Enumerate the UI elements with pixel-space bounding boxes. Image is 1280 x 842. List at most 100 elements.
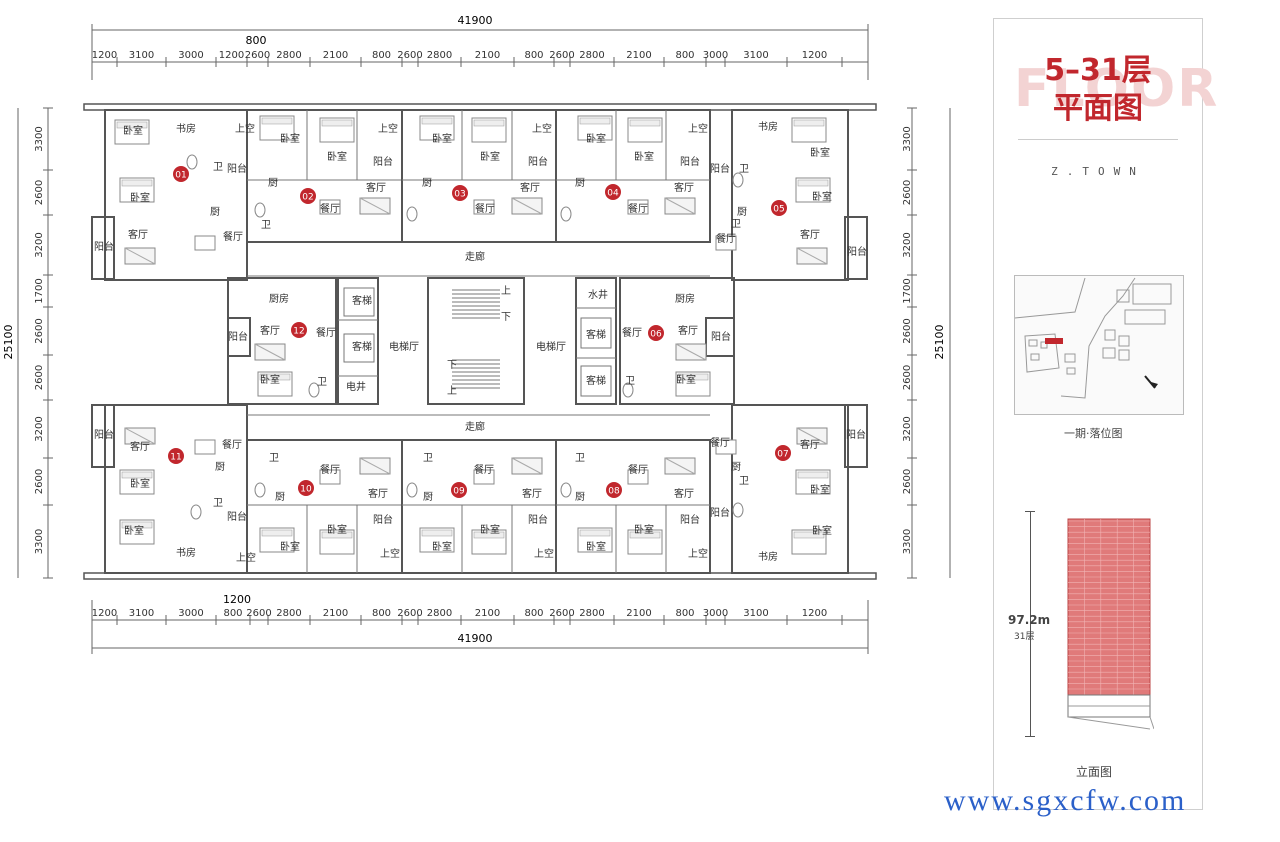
unit-marker-06: 06 bbox=[650, 330, 662, 340]
room-label-bath: 卫 bbox=[317, 377, 327, 388]
pillow bbox=[321, 119, 353, 127]
room-label-dining: 餐厅 bbox=[320, 202, 340, 215]
room-label-bedroom: 卧室 bbox=[676, 373, 696, 386]
room-label-living: 客厅 bbox=[800, 228, 820, 241]
room-label-bath: 卫 bbox=[625, 376, 635, 387]
room-label-bath: 卫 bbox=[731, 219, 741, 230]
bottom-dim-label: 800 bbox=[223, 608, 242, 619]
right-dim-label: 1700 bbox=[902, 278, 913, 303]
room-label-dining: 餐厅 bbox=[710, 436, 730, 449]
room-label-bedroom: 卧室 bbox=[280, 132, 300, 145]
toilet bbox=[186, 154, 198, 170]
room-label-void: 上空 bbox=[236, 551, 256, 564]
pillow bbox=[677, 373, 709, 381]
unit-marker-circle bbox=[648, 325, 664, 341]
bottom-dim-label: 2800 bbox=[427, 608, 452, 619]
top-dim-label: 2100 bbox=[626, 50, 651, 61]
dining-table bbox=[627, 199, 649, 215]
site-plan bbox=[1014, 275, 1184, 415]
site-plan-caption: 一期·落位图 bbox=[1064, 427, 1123, 440]
unit-12-balcony bbox=[227, 317, 251, 357]
sofa-mark bbox=[664, 457, 696, 475]
sofa-mark bbox=[359, 197, 391, 215]
toilet bbox=[254, 482, 266, 498]
lift-car bbox=[343, 287, 375, 317]
room-label-living: 客厅 bbox=[128, 228, 148, 241]
sofa-mark bbox=[796, 247, 828, 265]
pillow bbox=[261, 117, 293, 125]
room-label-dining: 餐厅 bbox=[716, 232, 736, 245]
dining-table bbox=[319, 199, 341, 215]
top-dim-label: 2600 bbox=[245, 50, 270, 61]
left-dim-label: 3300 bbox=[34, 529, 45, 554]
dining-table bbox=[194, 235, 216, 251]
room-label-balcony: 阳台 bbox=[373, 513, 393, 526]
room-label-living: 客厅 bbox=[368, 487, 388, 500]
room-label-bedroom: 卧室 bbox=[480, 150, 500, 163]
pillow bbox=[121, 471, 153, 479]
room-label-balcony: 阳台 bbox=[680, 513, 700, 526]
top-dim-label: 1200 bbox=[219, 50, 244, 61]
bottom-dim-label: 2600 bbox=[549, 608, 574, 619]
floor-count: 31层 bbox=[1014, 632, 1035, 642]
left-dim-label: 2600 bbox=[34, 469, 45, 494]
unit-marker-04: 04 bbox=[607, 189, 619, 199]
room-label-corridor: 走廊 bbox=[465, 420, 485, 433]
brand-logo: Z.TOWN bbox=[1051, 165, 1145, 178]
sofa-mark bbox=[664, 197, 696, 215]
room-label-down: 下 bbox=[447, 360, 457, 371]
room-label-dining: 餐厅 bbox=[475, 202, 495, 215]
sofa-mark bbox=[254, 343, 286, 361]
dining-table bbox=[627, 469, 649, 485]
unit-05-balcony bbox=[844, 216, 868, 280]
room-label-bath: 卫 bbox=[269, 453, 279, 464]
building-elevation bbox=[1067, 518, 1154, 730]
bottom-dim-label: 2600 bbox=[246, 608, 271, 619]
room-label-corridor: 走廊 bbox=[465, 250, 485, 263]
room-label-bedroom: 卧室 bbox=[280, 540, 300, 553]
watermark-url: www.sgxcfw.com bbox=[944, 784, 1187, 817]
info-panel: FLOOR 5–31层 平面图 Z.TOWN 一期·落位图 bbox=[993, 18, 1220, 810]
top-dim-label: 2800 bbox=[427, 50, 452, 61]
bottom-dim-label: 800 bbox=[372, 608, 391, 619]
walls bbox=[83, 103, 877, 580]
room-label-passenger-lift: 客梯 bbox=[586, 374, 606, 387]
room-label-passenger-lift: 客梯 bbox=[352, 340, 372, 353]
dining-table bbox=[715, 439, 737, 455]
room-label-living: 客厅 bbox=[674, 181, 694, 194]
unit-marker-11: 11 bbox=[170, 453, 181, 463]
room-label-void: 上空 bbox=[380, 547, 400, 560]
unit-05-wall bbox=[731, 109, 849, 281]
title-background-letters: FLOOR bbox=[1014, 59, 1220, 119]
dining-table bbox=[194, 439, 216, 455]
room-label-balcony: 阳台 bbox=[680, 155, 700, 168]
room-label-bedroom: 卧室 bbox=[810, 483, 830, 496]
bottom-dim-label: 2100 bbox=[475, 608, 500, 619]
left-dim-label: 2600 bbox=[34, 365, 45, 390]
top-dim-label: 3100 bbox=[743, 50, 768, 61]
pillow bbox=[473, 119, 505, 127]
pillow bbox=[629, 119, 661, 127]
right-dim-label: 2600 bbox=[902, 318, 913, 343]
left-dim-label: 3200 bbox=[34, 232, 45, 257]
pillow bbox=[421, 529, 453, 537]
bottom-small-dim: 1200 bbox=[223, 593, 251, 606]
room-label-void: 上空 bbox=[378, 122, 398, 135]
site-plan-drawing bbox=[1014, 277, 1172, 399]
unit-marker-02: 02 bbox=[302, 193, 313, 203]
unit-04-wall bbox=[555, 109, 711, 243]
room-label-balcony: 阳台 bbox=[528, 155, 548, 168]
room-label-bath: 卫 bbox=[261, 220, 271, 231]
total-width-top: 41900 bbox=[458, 14, 493, 27]
toilet bbox=[406, 206, 418, 222]
top-dim-label: 2600 bbox=[549, 50, 574, 61]
right-dim-label: 2600 bbox=[902, 180, 913, 205]
sofa-mark bbox=[511, 457, 543, 475]
room-label-dining: 餐厅 bbox=[628, 463, 648, 476]
room-label-bedroom: 卧室 bbox=[812, 524, 832, 537]
room-label-passenger-lift: 客梯 bbox=[352, 294, 372, 307]
bottom-dim-label: 2600 bbox=[397, 608, 422, 619]
